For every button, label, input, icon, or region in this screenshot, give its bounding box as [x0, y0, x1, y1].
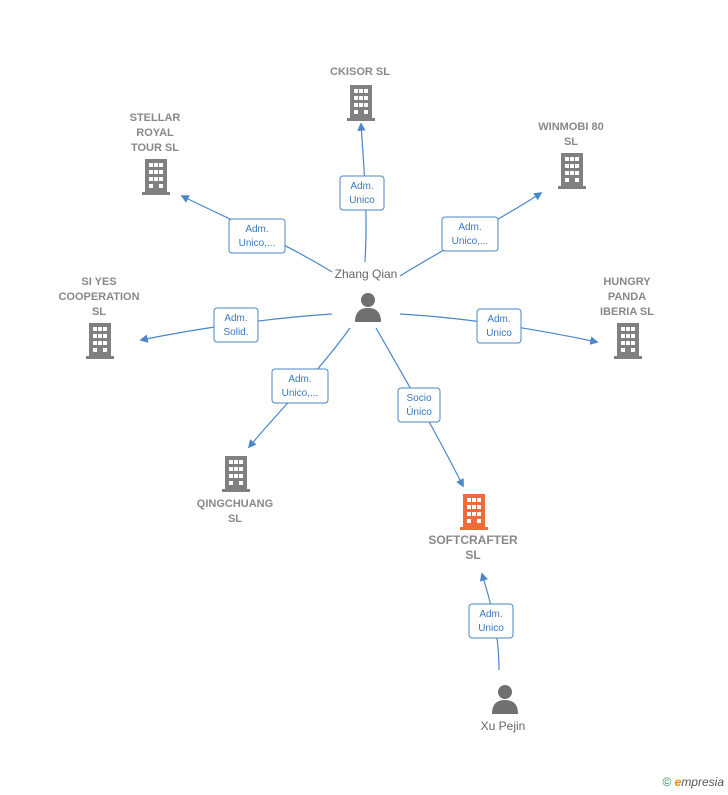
svg-text:Unico,...: Unico,...: [282, 388, 319, 399]
svg-text:Solid.: Solid.: [223, 327, 248, 338]
svg-text:Unico: Unico: [486, 328, 512, 339]
svg-text:Unico,...: Unico,...: [452, 236, 489, 247]
edge-label-stellar[interactable]: Adm. Unico,...: [228, 218, 286, 254]
edge-label-winmobi[interactable]: Adm. Unico,...: [441, 216, 499, 252]
svg-text:WINMOBI 80: WINMOBI 80: [538, 121, 603, 133]
svg-text:Adm.: Adm.: [458, 222, 481, 233]
building-icon: [460, 494, 488, 530]
company-node-hungry[interactable]: HUNGRY PANDA IBERIA SL: [600, 276, 654, 359]
svg-text:SI YES: SI YES: [81, 276, 116, 288]
svg-text:Xu Pejin: Xu Pejin: [481, 719, 526, 733]
person-icon: [355, 293, 381, 322]
svg-text:Adm.: Adm.: [288, 374, 311, 385]
svg-text:SL: SL: [92, 306, 106, 318]
svg-text:SL: SL: [228, 513, 242, 525]
brand-logo: empresia: [674, 775, 724, 789]
svg-text:Unico: Unico: [349, 195, 375, 206]
svg-text:SOFTCRAFTER: SOFTCRAFTER: [428, 533, 518, 547]
svg-text:Adm.: Adm.: [245, 224, 268, 235]
edge-label-softcrafter[interactable]: Socio Único: [397, 387, 441, 423]
svg-text:Socio: Socio: [406, 393, 431, 404]
svg-text:SL: SL: [465, 548, 480, 562]
svg-text:Unico,...: Unico,...: [239, 238, 276, 249]
svg-text:TOUR SL: TOUR SL: [131, 142, 179, 154]
svg-text:Adm.: Adm.: [479, 609, 502, 620]
person-node-zhang-qian[interactable]: Zhang Qian: [335, 267, 398, 322]
edge-label-xu[interactable]: Adm. Unico: [468, 603, 514, 639]
svg-text:QINGCHUANG: QINGCHUANG: [197, 498, 273, 510]
building-icon: [347, 85, 375, 121]
svg-text:Unico: Unico: [478, 623, 504, 634]
svg-text:Zhang Qian: Zhang Qian: [335, 267, 398, 281]
edge-label-siyes[interactable]: Adm. Solid.: [213, 307, 259, 343]
building-icon: [222, 456, 250, 492]
person-icon: [492, 685, 518, 714]
svg-text:IBERIA SL: IBERIA SL: [600, 306, 654, 318]
edge-label-qingchuang[interactable]: Adm. Unico,...: [271, 368, 329, 404]
empresia-watermark: © empresia: [662, 775, 724, 789]
svg-text:COOPERATION: COOPERATION: [58, 291, 139, 303]
svg-text:SL: SL: [564, 136, 578, 148]
svg-text:Adm.: Adm.: [487, 314, 510, 325]
svg-text:Adm.: Adm.: [350, 181, 373, 192]
svg-text:PANDA: PANDA: [608, 291, 646, 303]
company-node-siyes[interactable]: SI YES COOPERATION SL: [58, 276, 140, 359]
company-node-winmobi[interactable]: WINMOBI 80 SL: [538, 121, 604, 189]
copyright-symbol: ©: [662, 775, 672, 789]
building-icon: [558, 153, 586, 189]
person-node-xu-pejin[interactable]: Xu Pejin: [481, 685, 526, 733]
building-icon: [614, 323, 642, 359]
edge-label-hungry[interactable]: Adm. Unico: [476, 308, 522, 344]
svg-text:CKISOR SL: CKISOR SL: [330, 66, 390, 78]
edge-label-ckisor[interactable]: Adm. Unico: [339, 175, 385, 211]
svg-text:Adm.: Adm.: [224, 313, 247, 324]
company-node-ckisor[interactable]: CKISOR SL: [330, 66, 390, 121]
svg-text:Único: Único: [406, 405, 432, 418]
company-node-softcrafter[interactable]: SOFTCRAFTER SL: [428, 494, 518, 562]
svg-text:ROYAL: ROYAL: [136, 127, 174, 139]
company-node-stellar[interactable]: STELLAR ROYAL TOUR SL: [130, 112, 181, 195]
company-node-qingchuang[interactable]: QINGCHUANG SL: [197, 456, 273, 525]
building-icon: [86, 323, 114, 359]
svg-text:HUNGRY: HUNGRY: [603, 276, 651, 288]
svg-text:STELLAR: STELLAR: [130, 112, 181, 124]
building-icon: [142, 159, 170, 195]
